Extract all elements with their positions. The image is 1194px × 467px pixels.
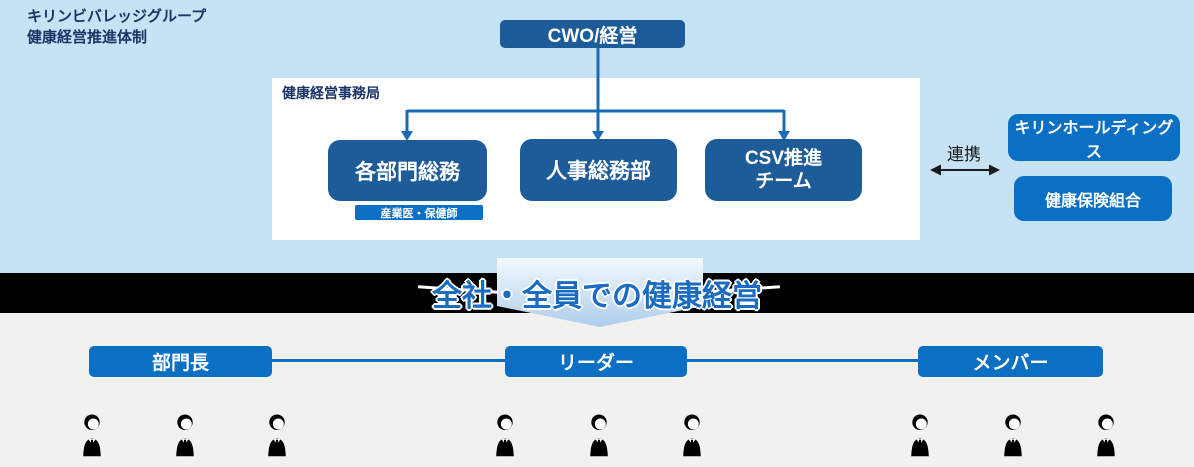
kirin-holdings-box: キリンホールディングス xyxy=(1008,114,1180,161)
cwo-management-box: CWO/経営 xyxy=(500,20,685,48)
banner-headline: 全社・全員での健康経営 xyxy=(432,280,762,313)
person-icon xyxy=(83,414,101,457)
link-label: 連携 xyxy=(947,145,981,164)
occupational-health-sub-box: 産業医・保健師 xyxy=(355,205,483,220)
person-icon xyxy=(911,414,929,457)
leader-people xyxy=(491,411,706,458)
member-people xyxy=(906,411,1120,458)
health-office-label: 健康経営事務局 xyxy=(282,85,380,101)
person-icon xyxy=(496,414,514,457)
page-title: キリンビバレッジグループ 健康経営推進体制 xyxy=(27,8,207,46)
person-icon xyxy=(1004,414,1022,457)
role-department-head-bar: 部門長 xyxy=(89,346,272,377)
health-insurance-union-box: 健康保険組合 xyxy=(1014,176,1172,221)
person-icon xyxy=(268,414,286,457)
person-icon xyxy=(1097,414,1115,457)
dept-general-affairs-box: 各部門総務 xyxy=(328,140,487,201)
csv-promotion-team-box: CSV推進 チーム xyxy=(705,139,862,201)
person-icon xyxy=(683,414,701,457)
person-icon xyxy=(589,414,608,457)
hr-general-affairs-box: 人事総務部 xyxy=(520,139,677,201)
role-leader-bar: リーダー xyxy=(505,346,687,377)
role-member-bar: メンバー xyxy=(918,346,1103,377)
person-icon xyxy=(175,414,194,457)
department-head-people xyxy=(78,411,291,458)
